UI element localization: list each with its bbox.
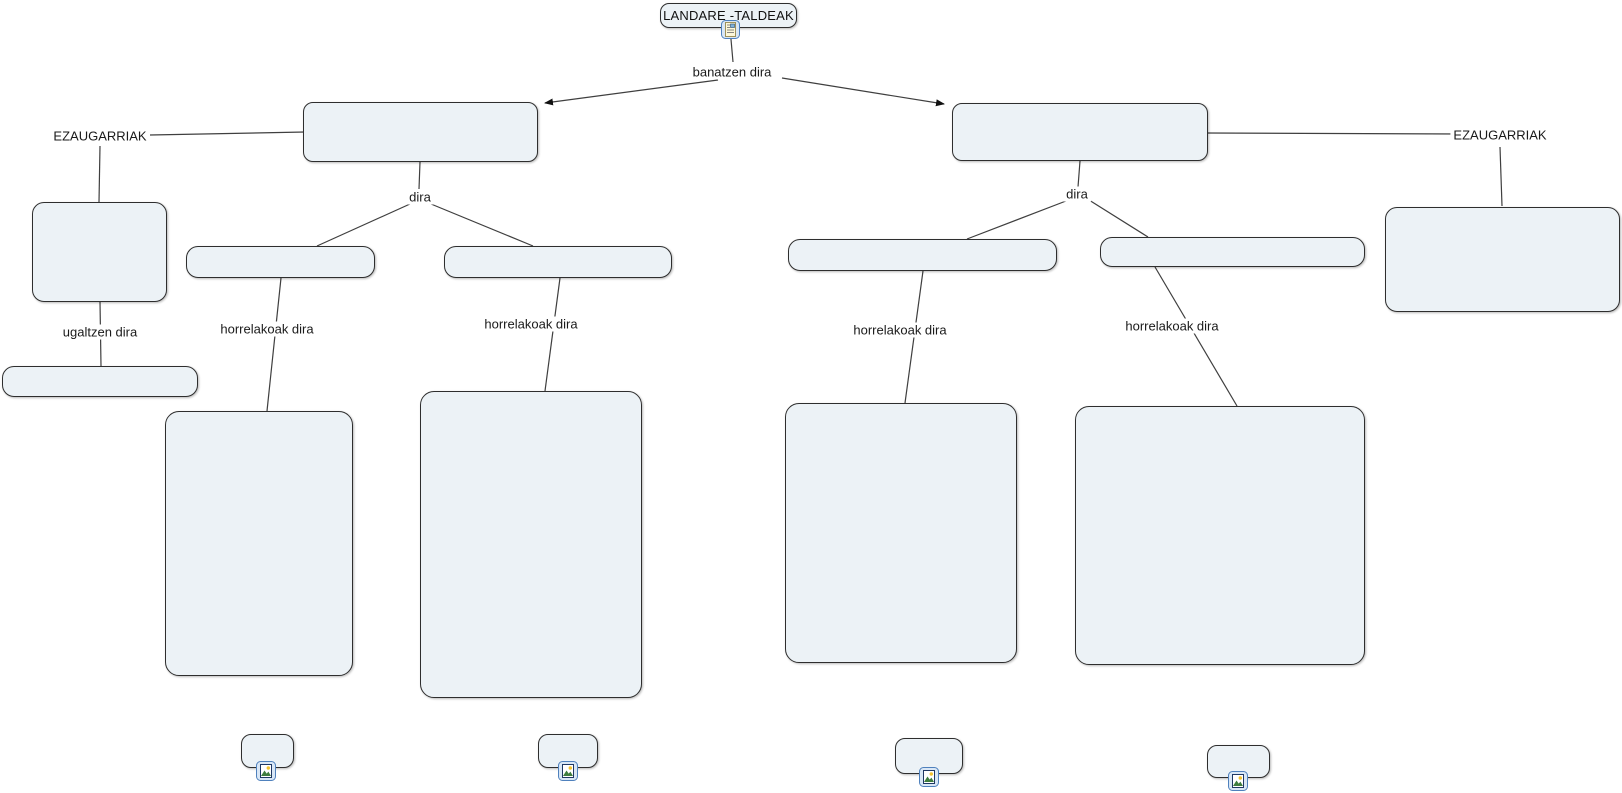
image-icon[interactable] bbox=[256, 761, 276, 781]
concept-node-subgroup-left-1[interactable] bbox=[186, 246, 375, 278]
concept-node-characteristics-left[interactable] bbox=[32, 202, 167, 302]
note-document-icon[interactable] bbox=[721, 20, 740, 39]
link-phrase-horrelakoak-left-2[interactable]: horrelakoak dira bbox=[481, 316, 581, 332]
image-icon[interactable] bbox=[1228, 771, 1248, 791]
link-phrase-ezaugarriak-left[interactable]: EZAUGARRIAK bbox=[50, 128, 150, 144]
link-phrase-ezaugarriak-right[interactable]: EZAUGARRIAK bbox=[1450, 127, 1550, 143]
concept-node-examples-right-2[interactable] bbox=[1075, 406, 1365, 665]
image-icon[interactable] bbox=[919, 767, 939, 787]
link-phrase-horrelakoak-right-2[interactable]: horrelakoak dira bbox=[1122, 318, 1222, 334]
image-icon[interactable] bbox=[558, 761, 578, 781]
concept-node-subgroup-right-1[interactable] bbox=[788, 239, 1057, 271]
concept-node-group-left[interactable] bbox=[303, 102, 538, 162]
concept-node-group-right[interactable] bbox=[952, 103, 1208, 161]
concept-node-subgroup-left-2[interactable] bbox=[444, 246, 672, 278]
link-phrase-dira-right[interactable]: dira bbox=[1063, 186, 1091, 202]
concept-node-characteristics-right[interactable] bbox=[1385, 207, 1620, 312]
concept-node-subgroup-right-2[interactable] bbox=[1100, 237, 1365, 267]
concept-node-examples-right-1[interactable] bbox=[785, 403, 1017, 663]
link-phrase-ugaltzen-dira[interactable]: ugaltzen dira bbox=[59, 324, 141, 340]
concept-node-examples-left-1[interactable] bbox=[165, 411, 353, 676]
link-phrase-horrelakoak-left-1[interactable]: horrelakoak dira bbox=[217, 321, 317, 337]
root-label: LANDARE -TALDEAK bbox=[663, 8, 794, 23]
link-phrase-banatzen-dira[interactable]: banatzen dira bbox=[689, 64, 775, 80]
concept-node-reproduction[interactable] bbox=[2, 366, 198, 397]
link-phrase-horrelakoak-right-1[interactable]: horrelakoak dira bbox=[850, 322, 950, 338]
link-phrase-dira-left[interactable]: dira bbox=[406, 189, 434, 205]
concept-node-examples-left-2[interactable] bbox=[420, 391, 642, 698]
